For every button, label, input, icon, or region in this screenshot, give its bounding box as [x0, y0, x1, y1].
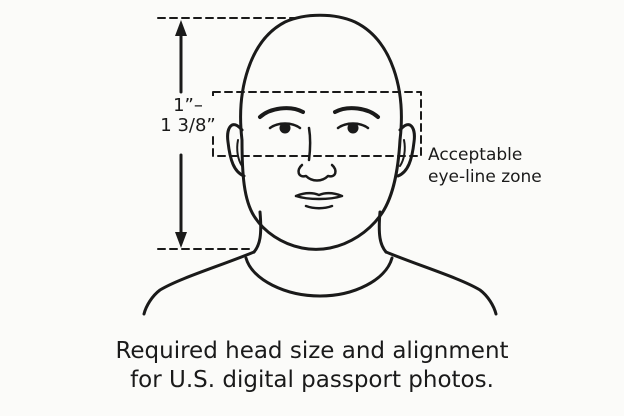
left-pupil [279, 122, 291, 134]
left-shoulder [142, 250, 256, 316]
arrow-down-head [175, 232, 187, 248]
right-ear [396, 123, 416, 178]
left-ear [226, 123, 246, 178]
caption-line2: for U.S. digital passport photos. [130, 367, 494, 393]
lower-lip [304, 204, 334, 210]
eye-line-zone-label: Acceptable eye-line zone [428, 144, 542, 188]
nose-base [297, 163, 337, 182]
measurement-min: 1”– [173, 95, 203, 116]
right-pupil [347, 122, 359, 134]
mouth [294, 192, 344, 201]
left-ear-inner [236, 139, 243, 167]
collar-line [244, 256, 394, 298]
right-eyebrow [333, 106, 380, 119]
nose-bridge [307, 126, 312, 162]
figure-caption: Required head size and alignment for U.S… [0, 337, 624, 395]
measurement-max: 1 3/8” [160, 114, 216, 136]
arrow-up-head [175, 20, 187, 36]
zone-label-line2: eye-line zone [428, 167, 542, 187]
neck-left [252, 210, 263, 254]
right-shoulder [384, 250, 498, 316]
caption-line1: Required head size and alignment [115, 338, 509, 364]
right-ear-inner [399, 139, 406, 167]
zone-label-line1: Acceptable [428, 145, 523, 165]
neck-right [377, 210, 388, 254]
head-outline [239, 13, 403, 251]
left-eyebrow [258, 106, 305, 119]
eye-line-zone-box [212, 91, 422, 157]
head-size-measurement-label: 1”– 1 3/8” [160, 96, 216, 136]
